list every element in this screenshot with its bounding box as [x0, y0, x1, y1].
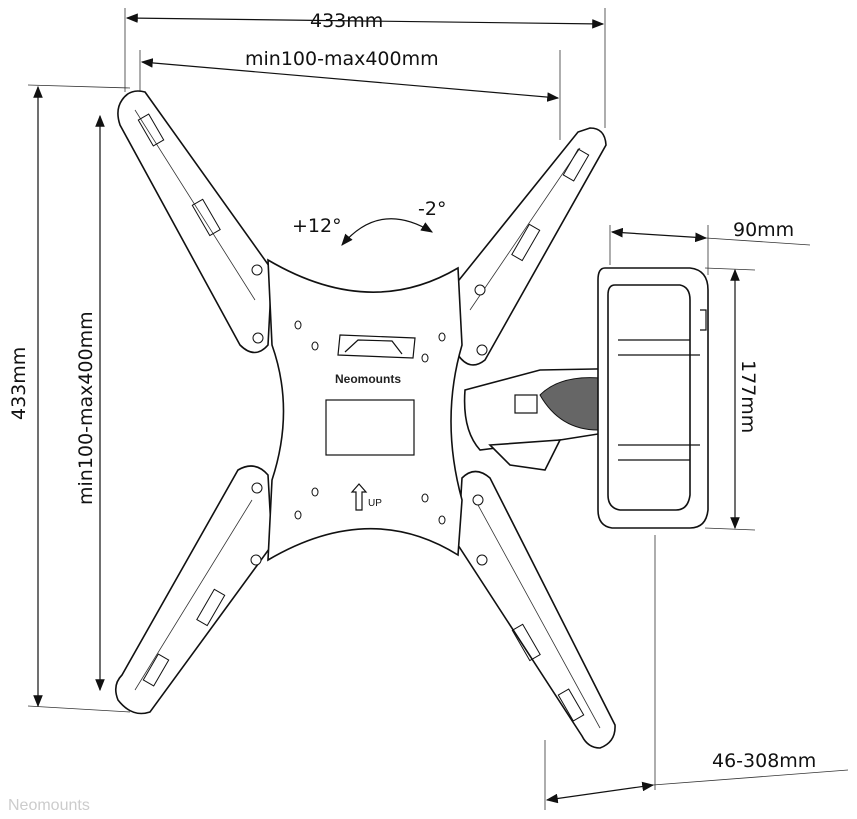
- dimension-wall-plate-depth: 90mm: [609, 219, 811, 275]
- extension-label: 46-308mm: [712, 750, 816, 772]
- vesa-arms: [114, 90, 616, 749]
- overall-height-label: 433mm: [8, 347, 30, 420]
- center-plate: Neomounts UP: [267, 258, 463, 562]
- brand-label: Neomounts: [335, 372, 401, 386]
- wall-plate-height-label: 177mm: [737, 360, 759, 433]
- dimension-extension: 46-308mm: [544, 535, 849, 810]
- dimension-vesa-height: min100-max400mm: [75, 114, 105, 692]
- vesa-width-label: min100-max400mm: [245, 48, 439, 70]
- wall-plate-depth-label: 90mm: [733, 219, 794, 241]
- dimension-vesa-width: min100-max400mm: [139, 48, 561, 140]
- tilt-down-label: -2°: [418, 198, 446, 220]
- watermark: Neomounts: [8, 797, 90, 814]
- overall-width-label: 433mm: [310, 10, 383, 32]
- dimension-wall-plate-height: 177mm: [704, 267, 759, 531]
- wall-plate: [597, 267, 709, 529]
- vesa-height-label: min100-max400mm: [75, 311, 97, 505]
- tilt-indicator: +12° -2°: [292, 198, 446, 246]
- tilt-up-label: +12°: [292, 215, 342, 237]
- dimension-overall-width: 433mm: [124, 8, 606, 128]
- dimension-overall-height: 433mm: [8, 84, 131, 713]
- up-label: UP: [368, 498, 382, 509]
